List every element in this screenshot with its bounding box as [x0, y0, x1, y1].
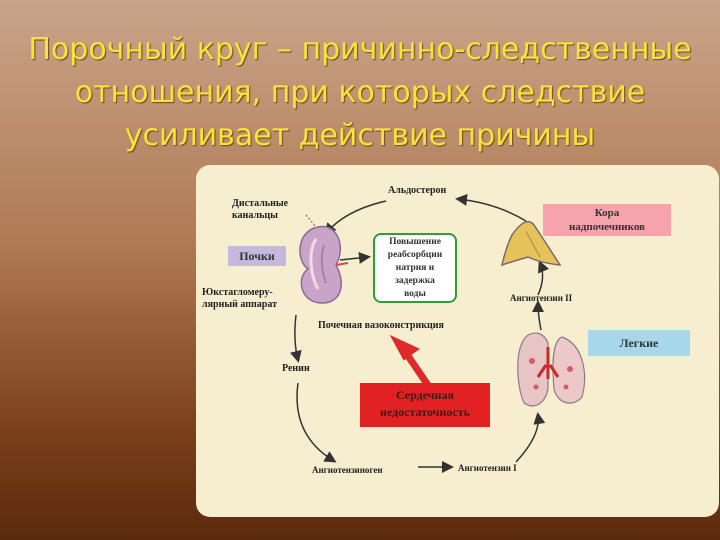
arrow-angiotensin2-to-adrenal: [537, 260, 550, 296]
title-line-2: отношения, при которых следствие: [74, 75, 646, 110]
cycle-arrows: [289, 193, 586, 473]
label-angiotensinogen: Ангиотензиноген: [312, 465, 383, 475]
title-line-1: Порочный круг – причинно-следственные: [28, 32, 692, 67]
arrow-kidney-to-reabsorption: [339, 251, 371, 264]
arrow-renin-to-angiotensinogen: [296, 382, 337, 463]
lungs-box: Легкие: [588, 330, 690, 356]
label-renin: Ренин: [282, 363, 310, 374]
adrenal-cortex-box: Кора надпочечников: [543, 204, 671, 236]
label-juxtaglomerular: Юкстагломеру- лярный аппарат: [202, 287, 278, 310]
arrow-lungs-to-angiotensin2: [532, 300, 545, 331]
diagram-panel: Дистальные канальцы Почки Юкстагломеру- …: [196, 165, 719, 517]
label-renal-vasoconstriction: Почечная вазоконстрикция: [318, 320, 444, 331]
lungs-icon: [517, 332, 586, 407]
arrow-aldosterone-to-kidney: [324, 200, 387, 236]
arrow-adrenal-to-aldosterone: [455, 193, 527, 222]
kidney-icon: [299, 225, 349, 304]
arrow-juxta-to-renin: [289, 314, 302, 363]
label-aldosterone: Альдостерон: [388, 185, 447, 196]
adrenal-gland-icon: [500, 220, 562, 267]
arrow-angiotensin1-to-lungs: [515, 412, 546, 463]
heart-failure-box: Сердечная недостаточность: [360, 383, 490, 427]
reabsorption-box: Повышение реабсорбции натрия и задержка …: [373, 233, 457, 303]
slide-title: Порочный круг – причинно-следственные от…: [0, 28, 720, 157]
title-line-3: усиливает действие причины: [124, 118, 596, 153]
label-distal-tubules: Дистальные канальцы: [232, 198, 289, 221]
kidneys-box: Почки: [228, 246, 286, 266]
label-angiotensin-i: Ангиотензин I: [458, 463, 517, 473]
label-angiotensin-ii: Ангиотензин II: [510, 293, 573, 303]
